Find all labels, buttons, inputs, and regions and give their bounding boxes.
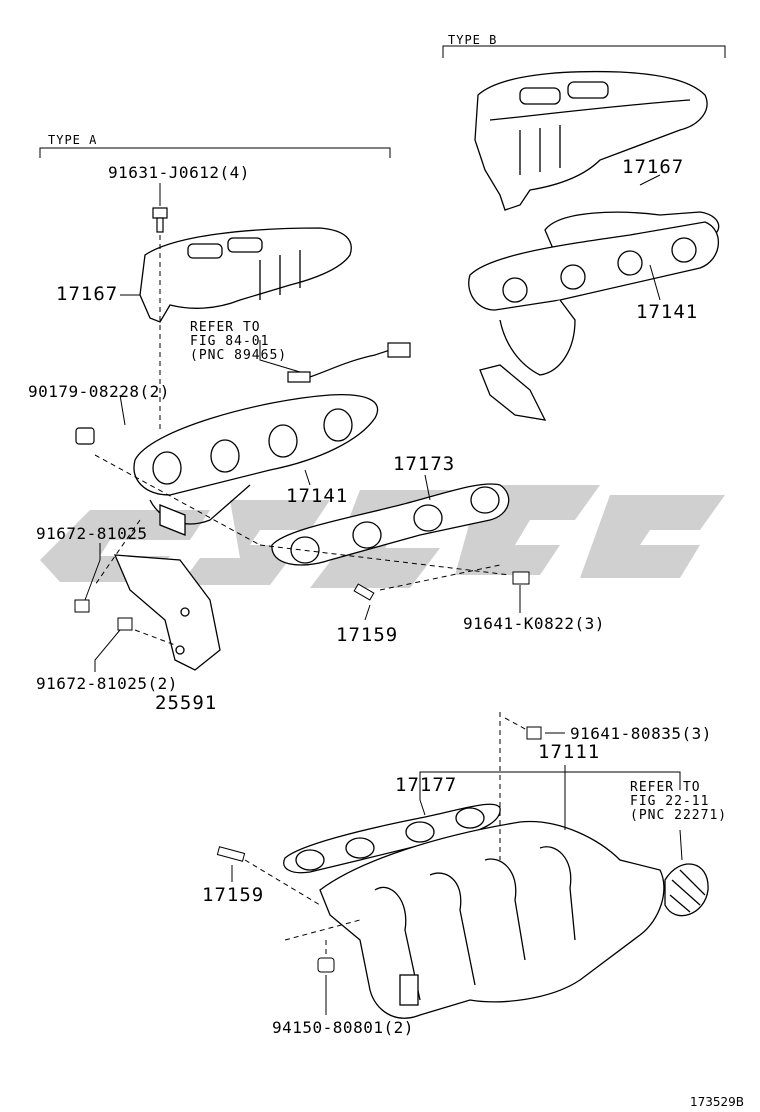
heat-insulator-type-a [139,227,352,323]
bracket-25591 [113,554,221,671]
part-91672-top: 91672-81025 [36,524,148,543]
type-a-bracket [39,147,391,158]
ref-throttle-line2: FIG 22-11 [630,794,710,809]
part-17167-a: 17167 [56,283,119,305]
part-91641-80835: 91641-80835(3) [570,724,712,743]
ref-o2-sensor: REFER TO FIG 84-01 (PNC 89465) [190,321,287,363]
guide-lines-a [94,454,511,646]
part-17177: 17177 [395,774,458,796]
type-b-bracket [442,45,726,58]
part-17173: 17173 [393,453,456,475]
part-91641-k0822: 91641-K0822(3) [463,614,605,633]
part-17141-a: 17141 [286,485,349,507]
stud-17159-a [353,583,375,601]
part-25591: 25591 [155,692,218,714]
exhaust-manifold-type-b [468,211,720,421]
stud-17159-b [216,846,246,862]
ref-throttle-line1: REFER TO [630,780,701,795]
guide-lines-b [244,712,528,955]
ref-o2-line2: FIG 84-01 [190,334,270,349]
part-91672-bot: 91672-81025(2) [36,674,178,693]
ref-o2-line1: REFER TO [190,320,261,335]
intake-manifold-17111 [319,820,665,1019]
part-17167-b: 17167 [622,156,685,178]
part-17159-a: 17159 [336,624,399,646]
ref-o2-line3: (PNC 89465) [190,348,288,363]
ref-throttle-body: REFER TO FIG 22-11 (PNC 22271) [630,781,727,823]
figure-id: 173529B [690,1095,745,1109]
intake-gasket-17177 [283,803,501,874]
bolt-91672-b [117,617,133,631]
throttle-gasket [664,863,709,917]
bolt-91641-80835 [526,726,542,740]
part-17159-b: 17159 [202,884,265,906]
part-17111: 17111 [538,741,601,763]
type-a-label: TYPE A [48,133,98,147]
part-90179: 90179-08228(2) [28,382,170,401]
leader-lines-a [84,174,661,672]
nut-90179 [75,427,95,445]
leader-lines-b [231,732,683,1015]
nut-94150 [317,957,335,973]
type-b-label: TYPE B [448,33,498,47]
part-94150: 94150-80801(2) [272,1018,414,1037]
ref-throttle-line3: (PNC 22271) [630,808,728,823]
bolt-91631 [152,207,168,233]
o2-sensor [287,342,411,383]
part-17141-b: 17141 [636,301,699,323]
bolt-91641-k0822 [512,571,530,585]
bolt-91672-a [74,599,90,613]
part-91631: 91631-J0612(4) [108,163,250,182]
exhaust-manifold-type-a [133,394,379,536]
heat-insulator-type-b [474,70,708,211]
